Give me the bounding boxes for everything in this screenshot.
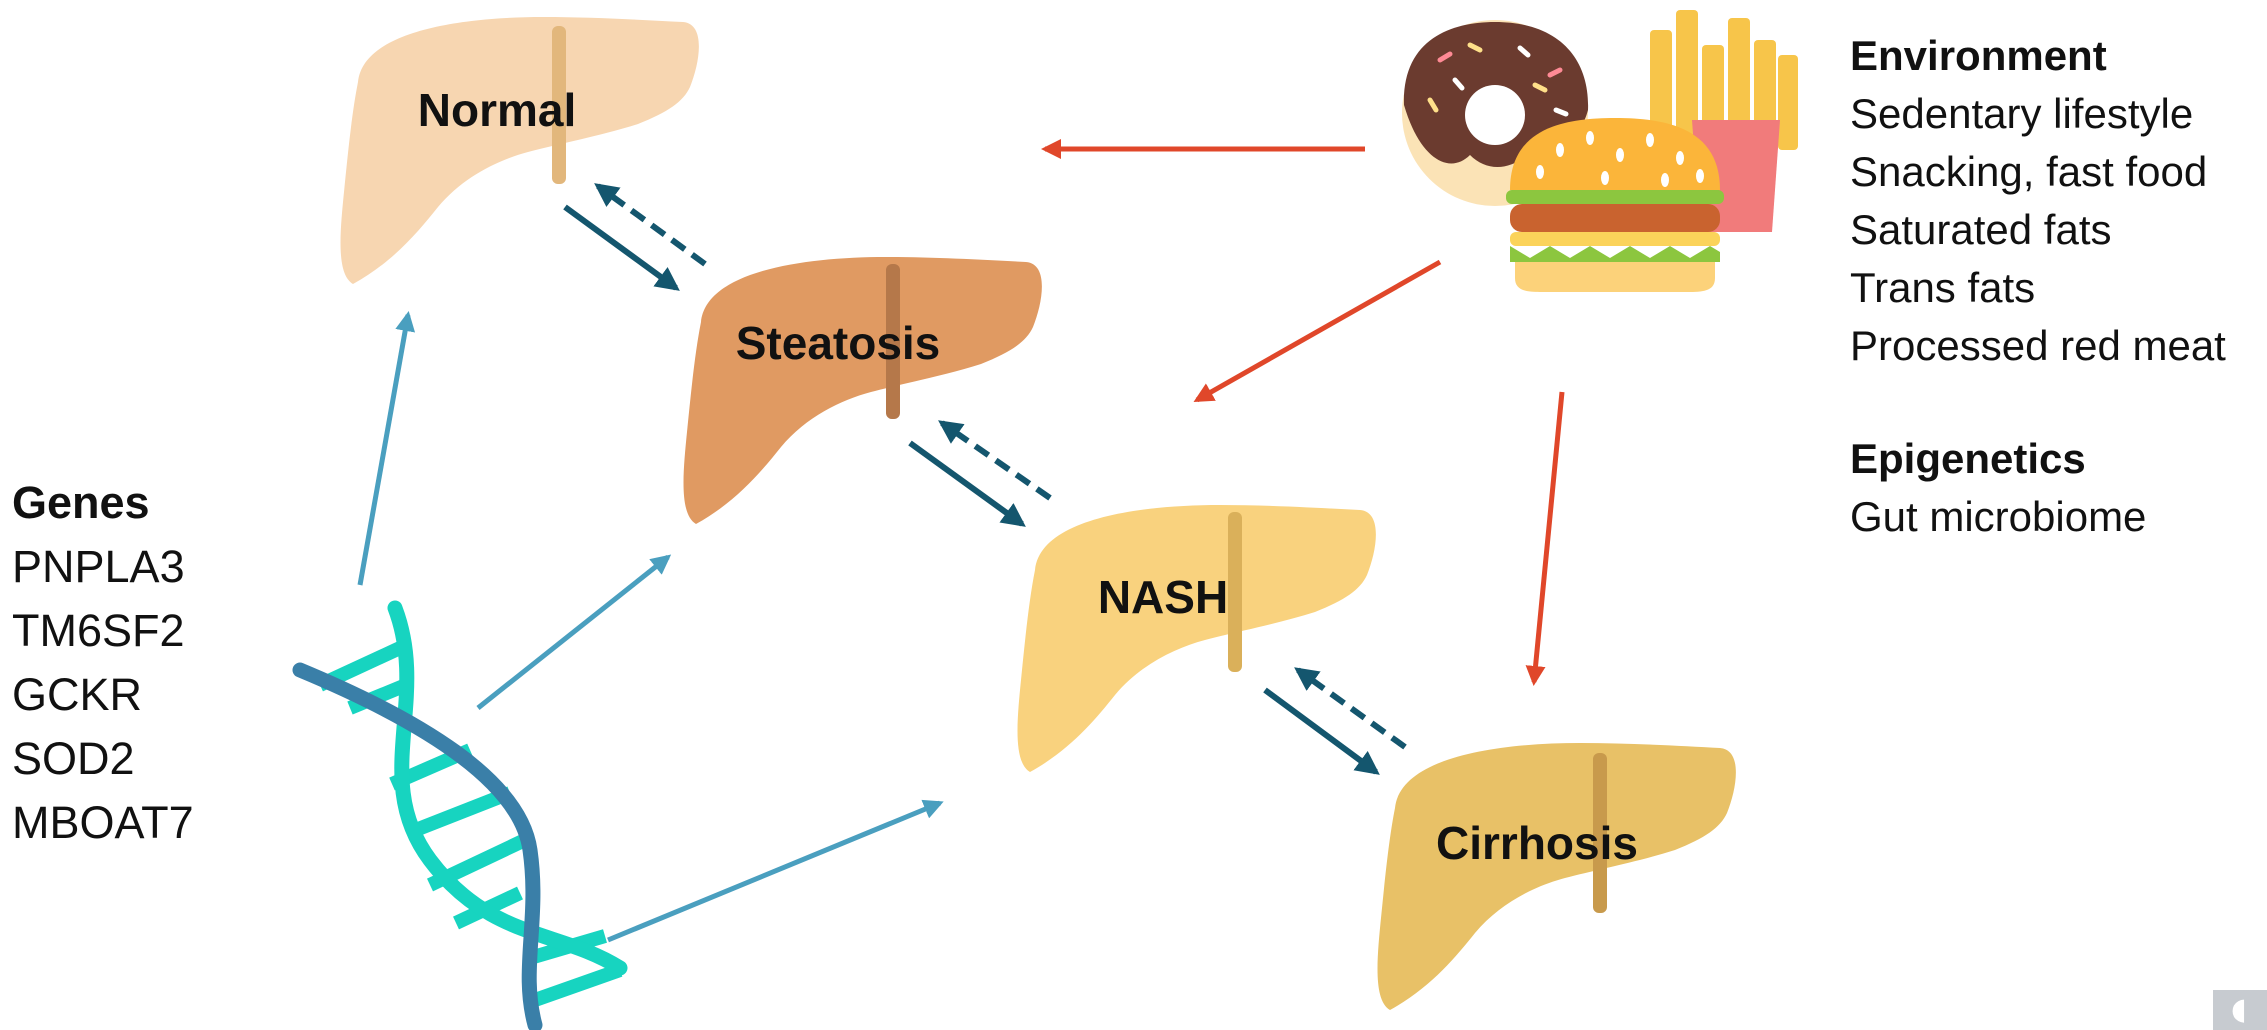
liver-ligament [1228, 512, 1242, 672]
epigenetics-panel: Epigenetics Gut microbiome [1850, 430, 2146, 546]
environment-item: Saturated fats [1850, 201, 2226, 259]
arrow-genes-to-normal [360, 315, 408, 585]
liver-icon [684, 257, 1042, 524]
gene-item: PNPLA3 [12, 535, 194, 599]
arrow-steatosis-to-normal [598, 186, 705, 264]
dna-icon [300, 608, 620, 1025]
gene-item: TM6SF2 [12, 599, 194, 663]
liver-steatosis [684, 257, 1042, 524]
gene-item: SOD2 [12, 727, 194, 791]
corner-badge-icon: ◖ [2231, 992, 2247, 1027]
epigenetics-item: Gut microbiome [1850, 488, 2146, 546]
environment-item: Sedentary lifestyle [1850, 85, 2226, 143]
genes-panel: Genes PNPLA3 TM6SF2 GCKR SOD2 MBOAT7 [12, 471, 194, 855]
gene-item: MBOAT7 [12, 791, 194, 855]
environment-item: Trans fats [1850, 259, 2226, 317]
liver-icon [1378, 743, 1736, 1010]
gene-item: GCKR [12, 663, 194, 727]
environment-panel: Environment Sedentary lifestyle Snacking… [1850, 27, 2226, 375]
environment-heading: Environment [1850, 27, 2226, 85]
burger-icon [1506, 118, 1724, 292]
stage-label-cirrhosis: Cirrhosis [1436, 817, 1638, 869]
epigenetics-heading: Epigenetics [1850, 430, 2146, 488]
arrow-environment-to-cirrhosis [1534, 392, 1562, 682]
arrow-genes-to-steatosis [478, 557, 668, 708]
genes-heading: Genes [12, 471, 194, 535]
liver-normal [341, 17, 699, 284]
arrow-environment-to-nash [1197, 262, 1440, 400]
stage-label-normal: Normal [418, 84, 576, 136]
corner-badge[interactable]: ◖ [2213, 990, 2267, 1030]
stage-label-nash: NASH [1098, 571, 1228, 623]
liver-cirrhosis [1378, 743, 1736, 1010]
arrow-nash-to-cirrhosis [1265, 690, 1376, 772]
arrow-cirrhosis-to-nash [1298, 670, 1405, 747]
arrow-nash-to-steatosis [942, 423, 1050, 498]
gene-arrows [360, 315, 940, 940]
arrow-genes-to-nash [608, 803, 940, 940]
arrow-normal-to-steatosis [565, 207, 676, 288]
environment-item: Processed red meat [1850, 317, 2226, 375]
stage-label-steatosis: Steatosis [736, 317, 941, 369]
arrow-steatosis-to-nash [910, 443, 1022, 524]
liver-icon [341, 17, 699, 284]
environment-item: Snacking, fast food [1850, 143, 2226, 201]
